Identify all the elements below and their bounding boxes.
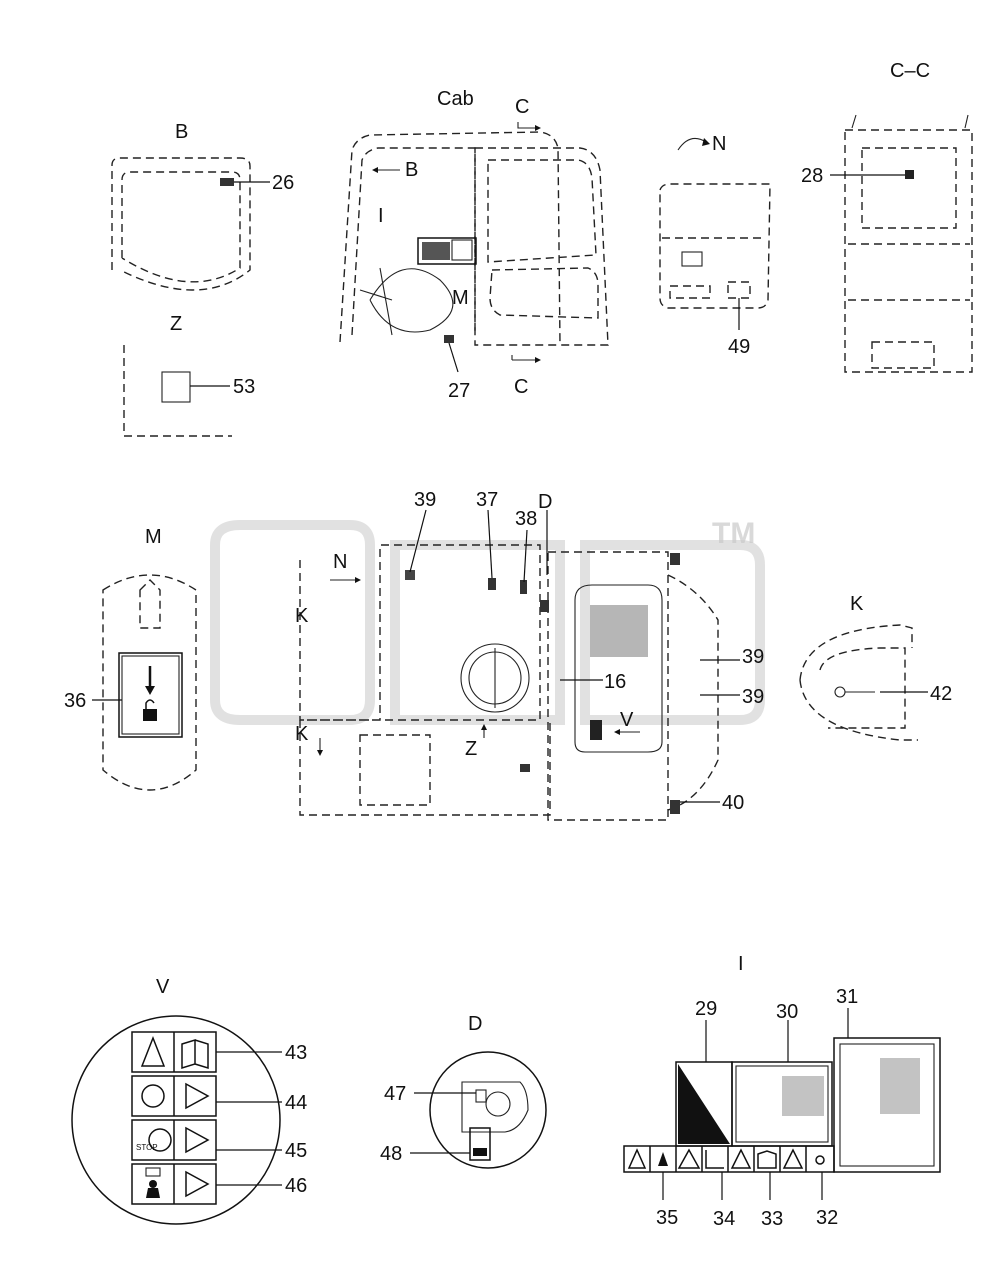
callout-36: 36	[64, 690, 86, 712]
book-icon	[757, 1150, 777, 1169]
callout-26: 26	[272, 172, 294, 194]
cab-marker-i: I	[378, 205, 384, 227]
main-marker-d: D	[538, 491, 552, 513]
view-n: N 49	[659, 133, 771, 358]
view-m: M 36	[64, 526, 197, 791]
fan-icon	[141, 1084, 165, 1108]
callout-53: 53	[233, 376, 255, 398]
view-b-title: B	[175, 121, 188, 143]
warning-triangle-icon	[185, 1082, 210, 1110]
stop-icon	[148, 1128, 172, 1152]
view-z: Z 53	[123, 313, 255, 437]
decal-53-mark	[161, 371, 191, 403]
callout-46: 46	[285, 1175, 307, 1197]
view-v: V 43 44 STOP 45 46	[71, 976, 307, 1225]
callout-32: 32	[816, 1207, 838, 1229]
callout-16: 16	[604, 671, 626, 693]
decal-31	[833, 1037, 941, 1173]
view-cab-title: Cab	[437, 88, 474, 110]
callout-37: 37	[476, 489, 498, 511]
callout-43: 43	[285, 1042, 307, 1064]
view-n-title: N	[712, 133, 726, 155]
view-d: D 47 48	[380, 1013, 547, 1169]
book-icon	[181, 1038, 209, 1070]
callout-33: 33	[761, 1208, 783, 1230]
callout-42: 42	[930, 683, 952, 705]
view-v-title: V	[156, 976, 170, 998]
view-z-title: Z	[170, 313, 182, 335]
decal-47-mark	[475, 1089, 487, 1103]
view-m-title: M	[145, 526, 162, 548]
callout-31: 31	[836, 986, 858, 1008]
warning-triangle-icon	[730, 1148, 752, 1169]
lock-icon	[143, 709, 157, 721]
section-marker-c-bottom: C	[514, 376, 528, 398]
decal-28-mark	[905, 170, 914, 179]
arrow-down-icon	[145, 686, 155, 695]
warning-triangle-icon	[185, 1126, 210, 1154]
view-cab: Cab C B I M 27 C	[339, 88, 609, 402]
cab-marker-m: M	[452, 287, 469, 309]
decal-26-mark	[220, 178, 234, 186]
main-marker-z: Z	[465, 738, 477, 760]
callout-29: 29	[695, 998, 717, 1020]
callout-45: 45	[285, 1140, 307, 1162]
operator-icon	[146, 1188, 160, 1198]
watermark-text: TM	[712, 517, 755, 550]
view-cc-title: C–C	[890, 60, 930, 82]
hand-icon	[705, 1150, 724, 1169]
callout-39-right-b: 39	[742, 686, 764, 708]
callout-30: 30	[776, 1001, 798, 1023]
warning-triangle-icon	[782, 1148, 804, 1169]
callout-47: 47	[384, 1083, 406, 1105]
callout-44: 44	[285, 1092, 307, 1114]
view-cc: C–C 28	[801, 60, 973, 373]
view-i-title: I	[738, 953, 744, 975]
view-main: N K K Z D V 39 37 38 16 39 39 40	[295, 489, 764, 821]
callout-39-top: 39	[414, 489, 436, 511]
decal-27-mark	[444, 335, 454, 343]
callout-40: 40	[722, 792, 744, 814]
main-marker-k-top: K	[295, 605, 309, 627]
callout-35: 35	[656, 1207, 678, 1229]
decal-strip	[623, 1145, 835, 1173]
main-marker-k-bottom: K	[295, 723, 309, 745]
view-i: I 29 30 31 35 3	[623, 953, 941, 1230]
warning-triangle-icon	[627, 1148, 647, 1169]
callout-48: 48	[380, 1143, 402, 1165]
cab-marker-b: B	[405, 159, 418, 181]
main-marker-v: V	[620, 709, 634, 731]
callout-49: 49	[728, 336, 750, 358]
callout-27: 27	[448, 380, 470, 402]
callout-34: 34	[713, 1208, 735, 1230]
decal-48-mark	[469, 1127, 491, 1161]
hand-icon	[658, 1152, 668, 1166]
warning-triangle-icon	[185, 1170, 210, 1198]
decal-36-mark	[118, 652, 183, 738]
view-k-title: K	[850, 593, 864, 615]
warning-triangle-icon	[677, 1148, 701, 1169]
view-d-title: D	[468, 1013, 482, 1035]
view-v-circle	[71, 1015, 281, 1225]
stop-text: STOP	[136, 1143, 158, 1152]
section-marker-c-top: C	[515, 96, 529, 118]
callout-28: 28	[801, 165, 823, 187]
callout-38: 38	[515, 508, 537, 530]
decal-49-mark	[727, 281, 751, 299]
main-marker-n: N	[333, 551, 347, 573]
callout-39-right-a: 39	[742, 646, 764, 668]
view-d-circle	[429, 1051, 547, 1169]
cab-monitor	[417, 237, 477, 265]
view-b: B 26	[111, 121, 294, 291]
view-k: K 42	[799, 593, 952, 741]
warning-triangle-icon	[140, 1035, 166, 1067]
